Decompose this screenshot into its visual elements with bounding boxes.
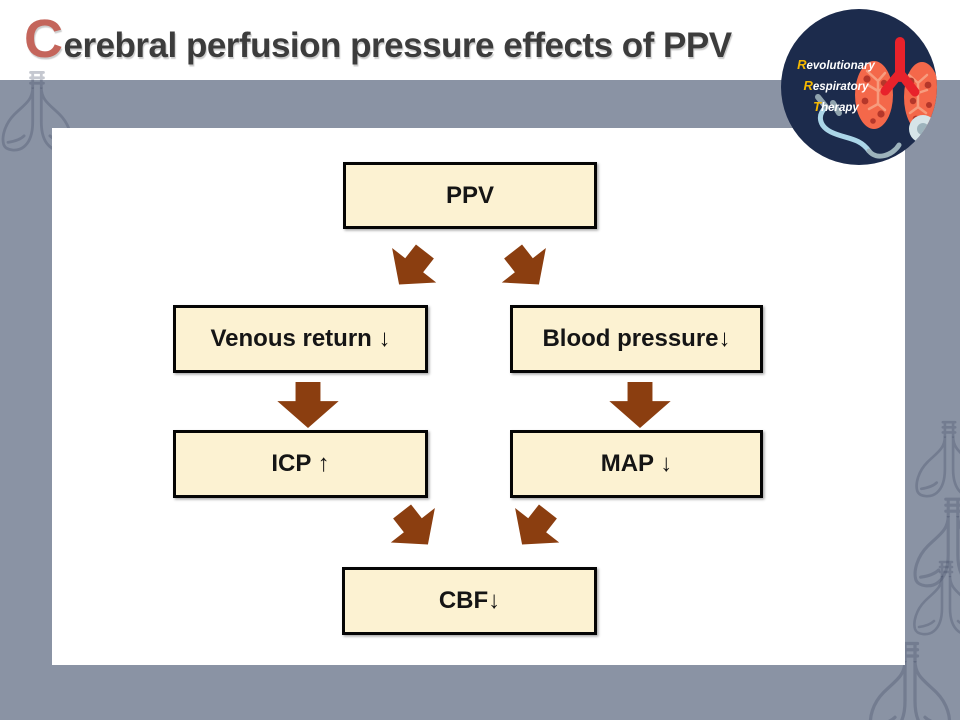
flow-node-label: PPV (445, 181, 495, 209)
flow-node-ppv: PPV (343, 162, 597, 229)
flow-node-blood-pressure: Blood pressure↓ (510, 305, 763, 373)
title-text: erebral perfusion pressure effects of PP… (63, 26, 733, 65)
lungs-logo-icon (781, 9, 937, 165)
lungs-watermark-icon (913, 560, 960, 636)
flow-node-map: MAP ↓ (510, 430, 763, 498)
flow-node-label: CBF↓ (438, 587, 501, 614)
arrow-down-icon (273, 382, 343, 428)
logo-line: Respiratory (803, 78, 869, 93)
flow-node-venous-return: Venous return ↓ (173, 305, 428, 373)
flow-node-label: MAP ↓ (600, 450, 673, 477)
logo-text: Revolutionary Respiratory Therapy (783, 55, 889, 118)
arrow-down-icon (605, 382, 675, 428)
flow-node-label: Blood pressure↓ (542, 325, 731, 352)
logo-line: Therapy (813, 99, 859, 114)
lungs-watermark-icon (915, 420, 960, 498)
flow-node-label: Venous return ↓ (210, 325, 391, 352)
logo-line: Revolutionary (797, 57, 875, 72)
brand-logo: Revolutionary Respiratory Therapy (781, 9, 937, 165)
flow-node-icp: ICP ↑ (173, 430, 428, 498)
title-initial: C (24, 9, 63, 69)
flow-node-cbf: CBF↓ (342, 567, 597, 635)
flow-node-label: ICP ↑ (271, 450, 330, 477)
